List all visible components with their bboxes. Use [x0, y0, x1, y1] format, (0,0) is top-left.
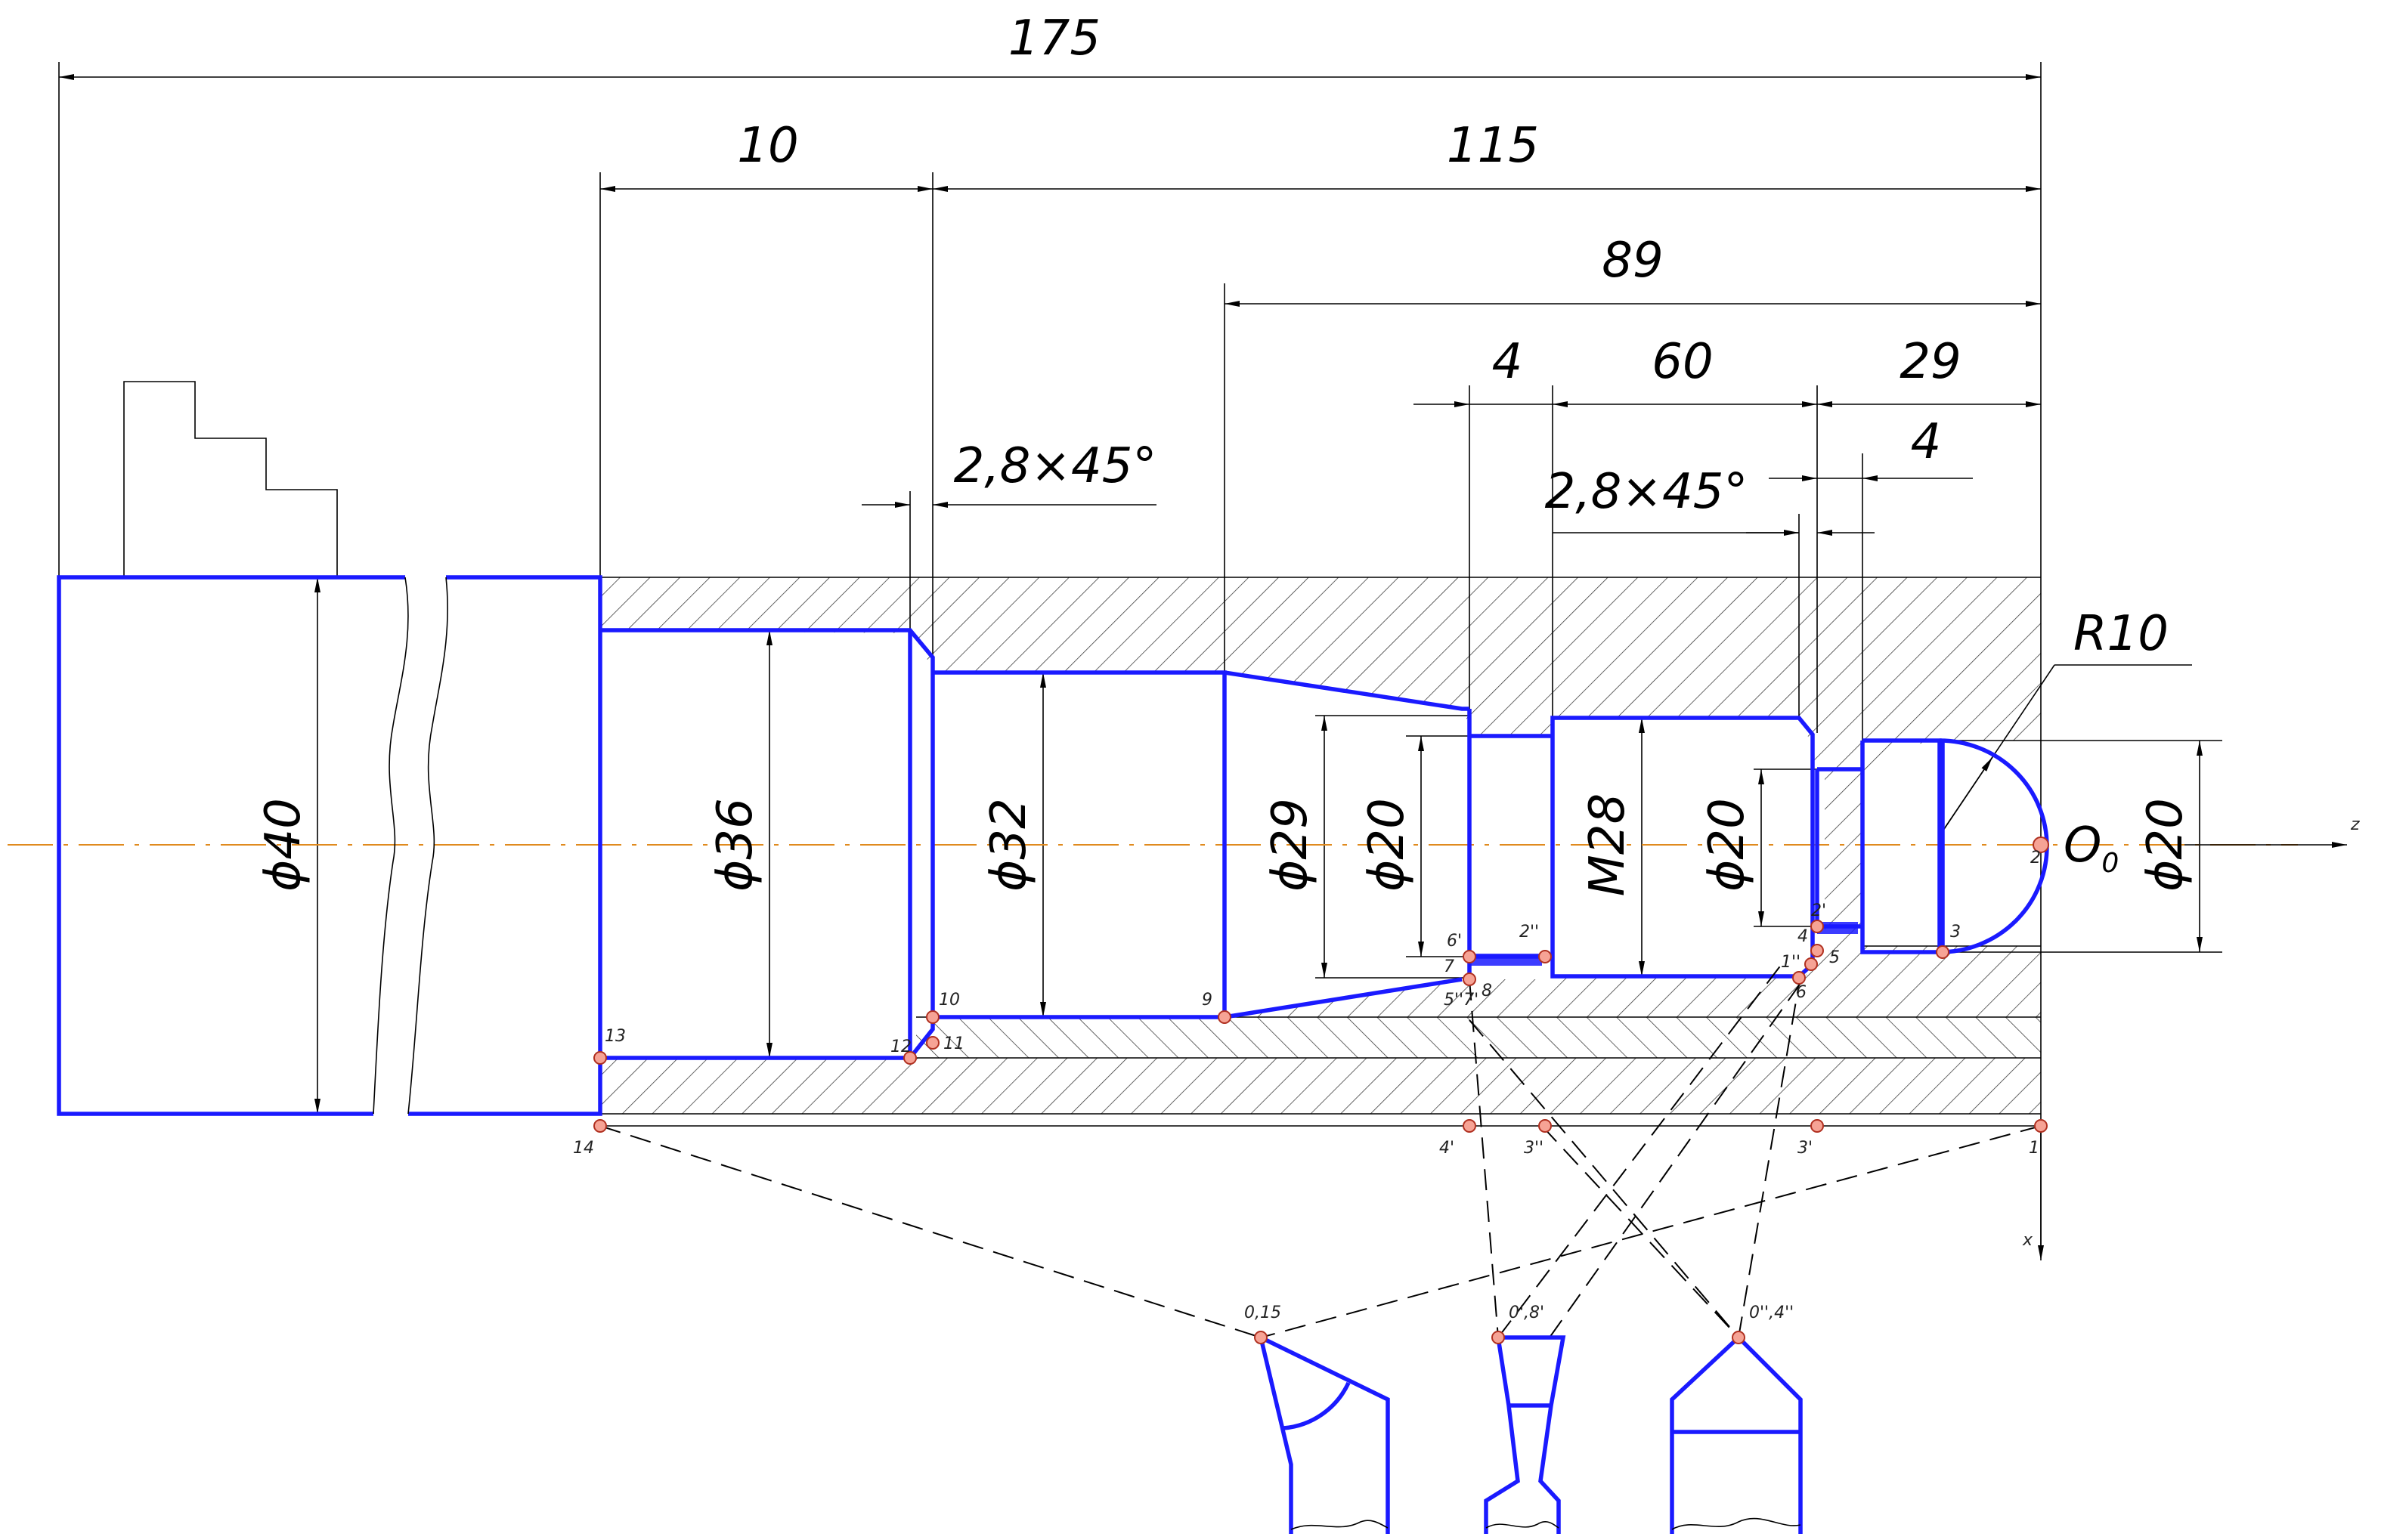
z-axis-label: z [2350, 815, 2360, 834]
svg-text:7: 7 [1444, 957, 1454, 976]
svg-text:6': 6' [1447, 932, 1462, 951]
chamfer-right-text: 2,8×45° [1545, 464, 1748, 520]
svg-text:0'',4'': 0'',4'' [1749, 1303, 1794, 1322]
chamfer-left-text: 2,8×45° [954, 438, 1157, 494]
hatched-material [600, 577, 2041, 1114]
dimension-texts: 175 10 115 89 4 60 29 4 2,8×45° 2,8×45° … [255, 11, 2360, 1250]
svg-text:1'': 1'' [1781, 953, 1800, 972]
svg-text:6: 6 [1796, 983, 1807, 1002]
svg-text:10: 10 [939, 991, 960, 1010]
radius-text: R10 [2073, 606, 2169, 662]
chuck-jaw [123, 381, 338, 577]
bore-32 [933, 670, 1227, 1019]
svg-text:9: 9 [1202, 991, 1212, 1010]
svg-text:13: 13 [605, 1027, 626, 1046]
svg-text:5: 5 [1829, 948, 1840, 967]
svg-text:2'': 2'' [1519, 923, 1539, 942]
extension-lines [58, 62, 2222, 1254]
dimension-lines [59, 74, 2203, 1114]
d29-text: ϕ29 [1262, 798, 1318, 892]
reference-points [593, 836, 2049, 1344]
break-line-right [407, 577, 448, 1115]
break-line-left [373, 577, 409, 1115]
svg-text:4: 4 [1797, 927, 1808, 946]
svg-text:12: 12 [890, 1037, 912, 1056]
dim-115-text: 115 [1447, 118, 1539, 174]
svg-text:4': 4' [1439, 1139, 1454, 1158]
svg-text:1: 1 [2029, 1139, 2039, 1158]
grooving-tool [1484, 1335, 1566, 1534]
svg-text:11: 11 [943, 1034, 964, 1053]
dim-4-undercut-text: 4 [1911, 414, 1942, 470]
svg-text:3': 3' [1797, 1139, 1813, 1158]
svg-text:0,15: 0,15 [1244, 1303, 1281, 1322]
dim-89-text: 89 [1602, 233, 1663, 289]
dim-60-text: 60 [1652, 334, 1713, 390]
tool-path-lines [599, 960, 2042, 1338]
svg-text:2': 2' [1811, 901, 1826, 920]
m28-text: M28 [1580, 793, 1636, 897]
workpiece-contour [57, 575, 2049, 1116]
cutting-tools [1259, 1335, 1803, 1534]
svg-text:8: 8 [1482, 982, 1492, 1000]
svg-text:5''7': 5''7' [1444, 991, 1478, 1010]
dim-4-groove-text: 4 [1492, 334, 1523, 390]
dim-29-text: 29 [1900, 334, 1961, 390]
origin-label: O0 [2064, 818, 2119, 879]
d32-text: ϕ32 [981, 798, 1037, 892]
tip-radius-r10 [1939, 738, 2049, 954]
svg-text:14: 14 [573, 1139, 594, 1158]
dim-10-text: 10 [737, 118, 798, 174]
d20-tip-text: ϕ20 [2138, 798, 2194, 892]
d20-thread-text: ϕ20 [1699, 798, 1755, 892]
x-axis-label: x [2022, 1231, 2033, 1250]
boring-tool [1259, 1335, 1390, 1534]
origin-point [2033, 836, 2049, 853]
threading-tool [1670, 1335, 1803, 1534]
svg-text:2: 2 [2030, 849, 2041, 867]
svg-text:3'': 3'' [1524, 1139, 1543, 1158]
cone-29 [1224, 670, 1469, 1019]
stock-right-block [446, 575, 602, 1058]
dim-175-text: 175 [1008, 11, 1101, 66]
d40-text: ϕ40 [255, 798, 311, 892]
svg-text:3: 3 [1950, 923, 1961, 942]
point-labels: 2 3 2' 4 5 1'' 6 6' 2'' 7 5''7' 8 9 10 1… [573, 849, 2041, 1322]
d20-groove-text: ϕ20 [1359, 798, 1415, 892]
svg-text:0',8': 0',8' [1509, 1303, 1544, 1322]
d36-text: ϕ36 [707, 798, 763, 892]
bore-36 [600, 628, 935, 1060]
stock-left-block [57, 575, 405, 1116]
tip-cylinder [1860, 738, 1942, 954]
